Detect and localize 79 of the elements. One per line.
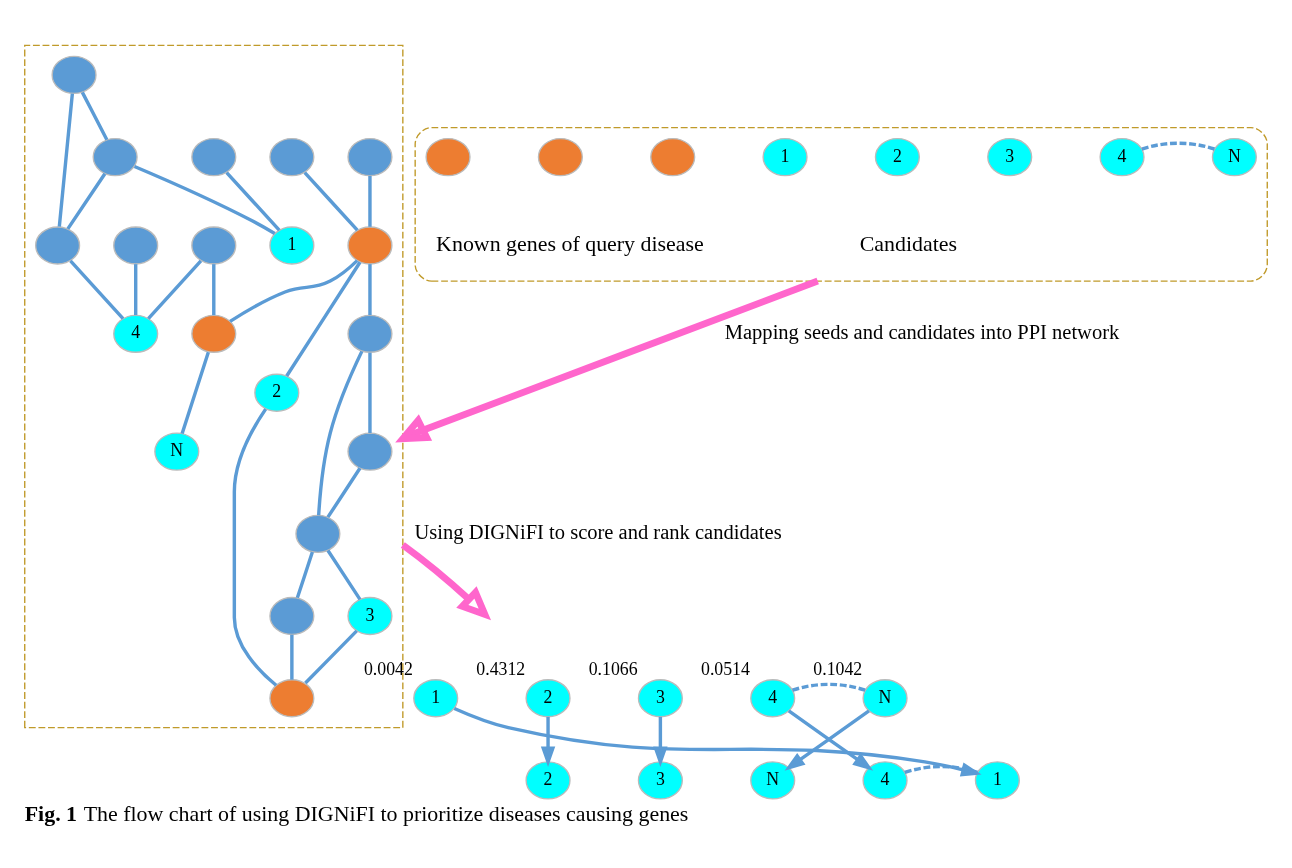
connector <box>147 259 203 320</box>
connector <box>225 170 281 231</box>
connector <box>69 259 125 320</box>
node-circle <box>92 137 138 176</box>
connector <box>295 551 314 598</box>
node-ellipse: 4 <box>750 678 796 717</box>
connector <box>133 164 276 235</box>
connector <box>232 407 278 687</box>
connector <box>303 170 359 231</box>
connector <box>57 92 75 227</box>
node-label: 0.0042 <box>363 658 413 679</box>
arrow <box>395 277 819 443</box>
edge-label: Mapping seeds and candidates into PPI network <box>724 320 1120 343</box>
connector <box>290 634 294 680</box>
node-circle <box>347 137 393 176</box>
node-ellipse: N <box>154 431 200 471</box>
label: Candidates <box>859 230 958 256</box>
connector <box>229 258 359 323</box>
arrow <box>653 716 668 767</box>
node-label: 0.1066 <box>588 658 638 679</box>
node-label: 0.4312 <box>476 658 526 679</box>
node-circle <box>347 314 393 353</box>
edge-label: Using DIGNiFI to score and rank candidates <box>414 520 782 543</box>
arrow <box>540 716 556 767</box>
label: Known genes of query disease <box>436 230 704 256</box>
node-ellipse: 2 <box>525 678 571 717</box>
connector <box>134 263 138 315</box>
node-circle <box>295 514 341 553</box>
node-ellipse: N <box>862 678 908 717</box>
node-circle <box>35 225 81 265</box>
connector <box>368 263 372 315</box>
node-ellipse: 4 <box>1099 137 1145 176</box>
node-ellipse: 2 <box>254 373 300 412</box>
node-circle <box>269 678 315 717</box>
arrow <box>400 541 492 620</box>
node-ellipse: 4 <box>113 314 159 353</box>
node-ellipse: N <box>750 760 796 800</box>
connector <box>904 764 978 774</box>
connector <box>792 682 866 692</box>
node-circle <box>269 137 315 176</box>
node-circle <box>347 431 393 471</box>
connector <box>368 352 372 433</box>
node-ellipse: 1 <box>269 225 315 265</box>
connector <box>316 350 364 515</box>
connector <box>212 263 216 315</box>
node-ellipse: 2 <box>874 137 920 176</box>
node-ellipse: 1 <box>974 760 1020 800</box>
connector <box>1141 141 1215 151</box>
node-ellipse: N <box>1211 137 1257 176</box>
node-ellipse: 3 <box>347 596 393 635</box>
node-ellipse: 1 <box>413 678 459 717</box>
connector <box>285 260 362 377</box>
node-circle <box>347 225 393 265</box>
connector <box>368 175 372 227</box>
node-ellipse: 3 <box>637 678 683 717</box>
node-circle <box>537 137 583 176</box>
node-circle <box>51 55 97 94</box>
node-ellipse: 3 <box>987 137 1033 176</box>
connector <box>326 549 362 600</box>
node-ellipse: 1 <box>762 137 808 176</box>
cluster <box>414 126 1268 282</box>
node-circle <box>650 137 696 176</box>
node-ellipse: 3 <box>637 760 683 800</box>
node-circle <box>269 596 315 635</box>
node-circle <box>191 137 237 176</box>
node-circle <box>425 137 471 176</box>
node-ellipse: 4 <box>862 760 908 800</box>
node-circle <box>191 314 237 353</box>
node-label: 0.1042 <box>813 658 863 679</box>
connector <box>304 629 358 684</box>
node-ellipse: 2 <box>525 760 571 800</box>
connector <box>326 466 362 518</box>
node-label: 0.0514 <box>700 658 750 679</box>
node-circle <box>191 225 237 265</box>
connector <box>180 351 210 434</box>
caption: Fig. 1 The flow chart of using DIGNiFI to prioritize diseases causing genes <box>24 800 689 826</box>
connector <box>80 91 109 140</box>
node-circle <box>113 225 159 265</box>
connector <box>66 172 107 230</box>
